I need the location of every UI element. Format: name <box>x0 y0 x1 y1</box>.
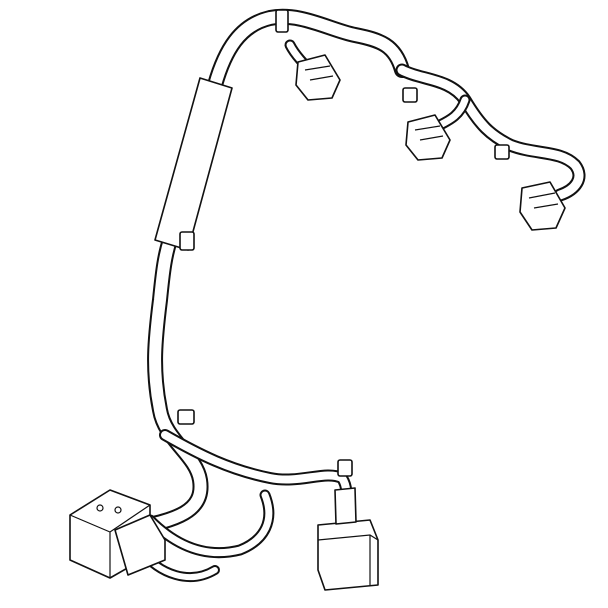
injector-connector-2 <box>405 114 451 161</box>
clip <box>337 459 353 477</box>
lower-branch-wire <box>135 429 353 583</box>
clip <box>275 9 289 33</box>
clip <box>494 144 510 160</box>
clip <box>402 87 418 103</box>
injector-connector-1 <box>295 54 341 101</box>
clip <box>177 409 195 425</box>
clip <box>179 231 195 251</box>
main-trunk-wire <box>127 8 410 536</box>
injector-branch-wire <box>284 39 586 202</box>
sensor-connector <box>317 487 379 591</box>
injector-connector-3 <box>519 181 566 231</box>
protective-sleeve <box>154 77 233 251</box>
main-connector <box>69 489 166 579</box>
